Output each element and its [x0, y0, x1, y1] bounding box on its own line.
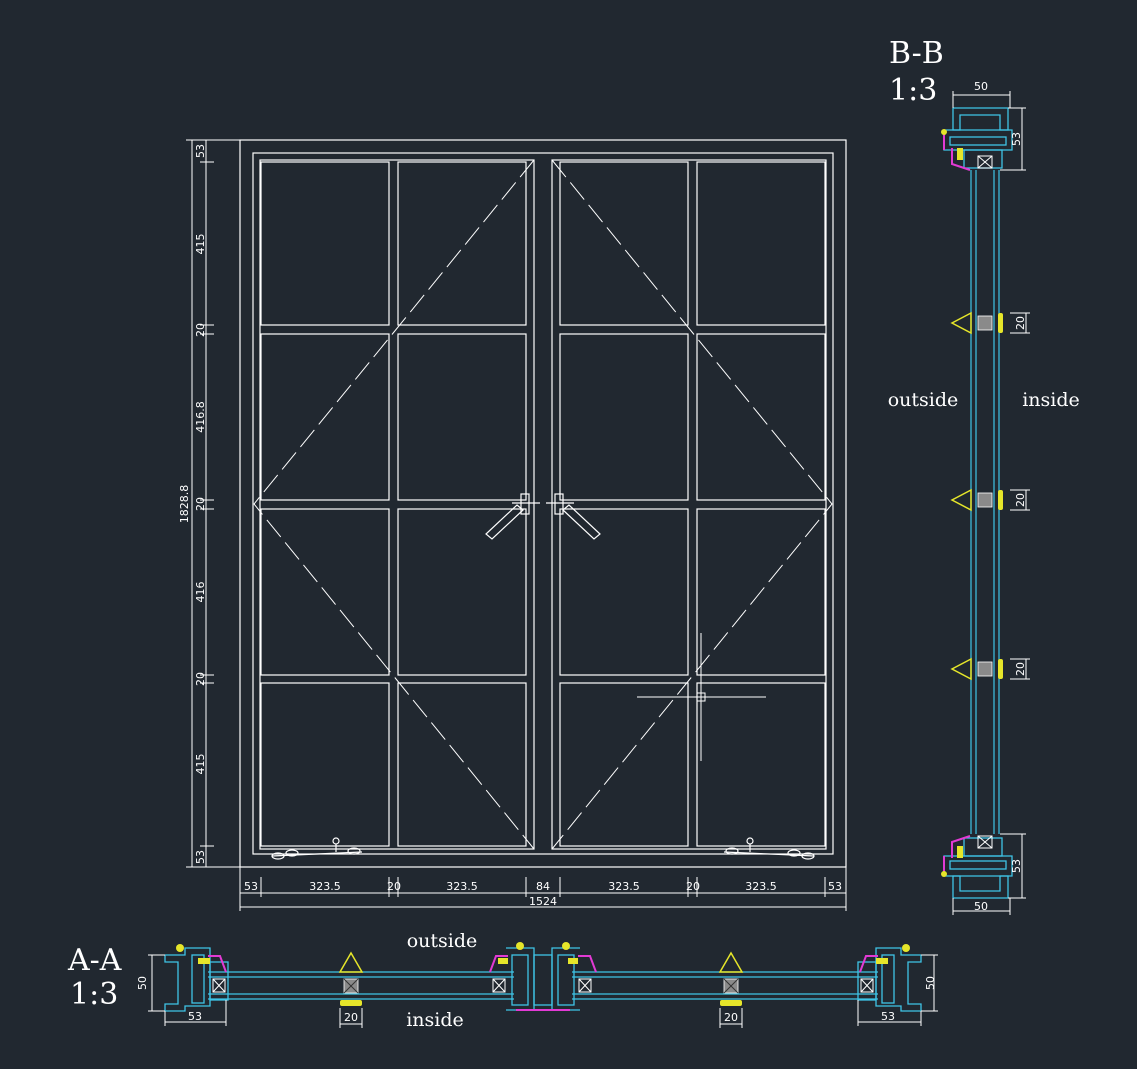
hinge-left: [271, 837, 363, 860]
aa-profiles: [164, 947, 922, 1012]
bb-dim-bar-2: 20: [1014, 493, 1027, 507]
dim-h-3: 323.5: [446, 880, 478, 893]
bb-dimension-lines: [952, 91, 1030, 915]
dim-v-0: 53: [194, 144, 207, 158]
bb-section-scale: 1:3: [889, 73, 937, 108]
hinge-right: [723, 837, 815, 860]
aa-outside-label: outside: [407, 930, 478, 952]
aa-dim-depth-left: 50: [136, 976, 149, 990]
bottom-dimension-labels: 53 323.5 20 323.5 84 323.5 20 323.5 53 1…: [244, 880, 842, 908]
bb-dim-bar-1: 20: [1014, 316, 1027, 330]
swing-lines: [253, 159, 833, 850]
dim-h-4: 84: [536, 880, 550, 893]
dim-v-7: 415: [194, 754, 207, 775]
bottom-dimension-chain: [239, 867, 847, 911]
dim-v-1: 415: [194, 234, 207, 255]
left-dimension-chain: [186, 139, 240, 868]
aa-glass: [208, 971, 878, 1000]
handle-right: [546, 493, 601, 540]
dim-h-0: 53: [244, 880, 258, 893]
bb-dim-bar-3: 20: [1014, 662, 1027, 676]
aa-hardware: [176, 942, 910, 964]
aa-dim-frame-right: 53: [881, 1010, 895, 1023]
outer-frame: [239, 139, 847, 868]
dim-overall-height: 1828.8: [178, 485, 191, 524]
aa-dim-bar-right: 20: [724, 1011, 738, 1024]
aa-spacers: [212, 978, 874, 993]
left-dimension-labels: 53 415 20 416.8 20 416 20 415 53 1828.8: [178, 144, 207, 864]
bb-dim-depth-bottom: 50: [974, 900, 988, 913]
aa-inside-label: inside: [406, 1009, 464, 1031]
dim-h-1: 323.5: [309, 880, 341, 893]
dim-h-8: 53: [828, 880, 842, 893]
bb-outside-label: outside: [888, 389, 959, 411]
dim-v-8: 53: [194, 850, 207, 864]
inner-frame: [252, 152, 834, 855]
aa-dim-frame-left: 53: [188, 1010, 202, 1023]
door-elevation: [239, 139, 847, 868]
dim-v-4: 20: [194, 497, 207, 511]
section-aa: 50 50 53 53 20 20 outside inside A-A 1:3: [67, 930, 938, 1031]
dim-v-5: 416: [194, 582, 207, 603]
bb-inside-label: inside: [1022, 389, 1080, 411]
bb-dim-frame-bottom: 53: [1010, 859, 1023, 873]
crosshair-cursor: [637, 633, 766, 761]
bb-georgian-bars: [950, 311, 1003, 681]
aa-georgian-bars: [338, 951, 744, 1006]
aa-gaskets: [208, 955, 878, 1011]
left-leaf: [259, 159, 535, 850]
bb-hardware: [941, 129, 963, 877]
handle-left: [485, 493, 540, 540]
dim-h-2: 20: [387, 880, 401, 893]
bb-spacers: [977, 155, 993, 849]
aa-dimension-lines: [148, 954, 938, 1028]
aa-dim-bar-left: 20: [344, 1011, 358, 1024]
right-leaf: [551, 159, 827, 850]
aa-dim-depth-right: 50: [924, 976, 937, 990]
dim-overall-width: 1524: [529, 895, 557, 908]
bb-section-name: B-B: [889, 36, 944, 71]
dim-h-5: 323.5: [608, 880, 640, 893]
aa-section-scale: 1:3: [70, 977, 118, 1012]
section-bb: 50 50 53 53 20 20 20 outside inside B-B …: [888, 36, 1080, 915]
bb-dim-depth-top: 50: [974, 80, 988, 93]
dim-v-3: 416.8: [194, 401, 207, 433]
dim-v-6: 20: [194, 672, 207, 686]
bb-dim-frame-top: 53: [1010, 132, 1023, 146]
dim-h-7: 323.5: [745, 880, 777, 893]
dim-v-2: 20: [194, 323, 207, 337]
dim-h-6: 20: [686, 880, 700, 893]
aa-section-name: A-A: [67, 943, 122, 978]
